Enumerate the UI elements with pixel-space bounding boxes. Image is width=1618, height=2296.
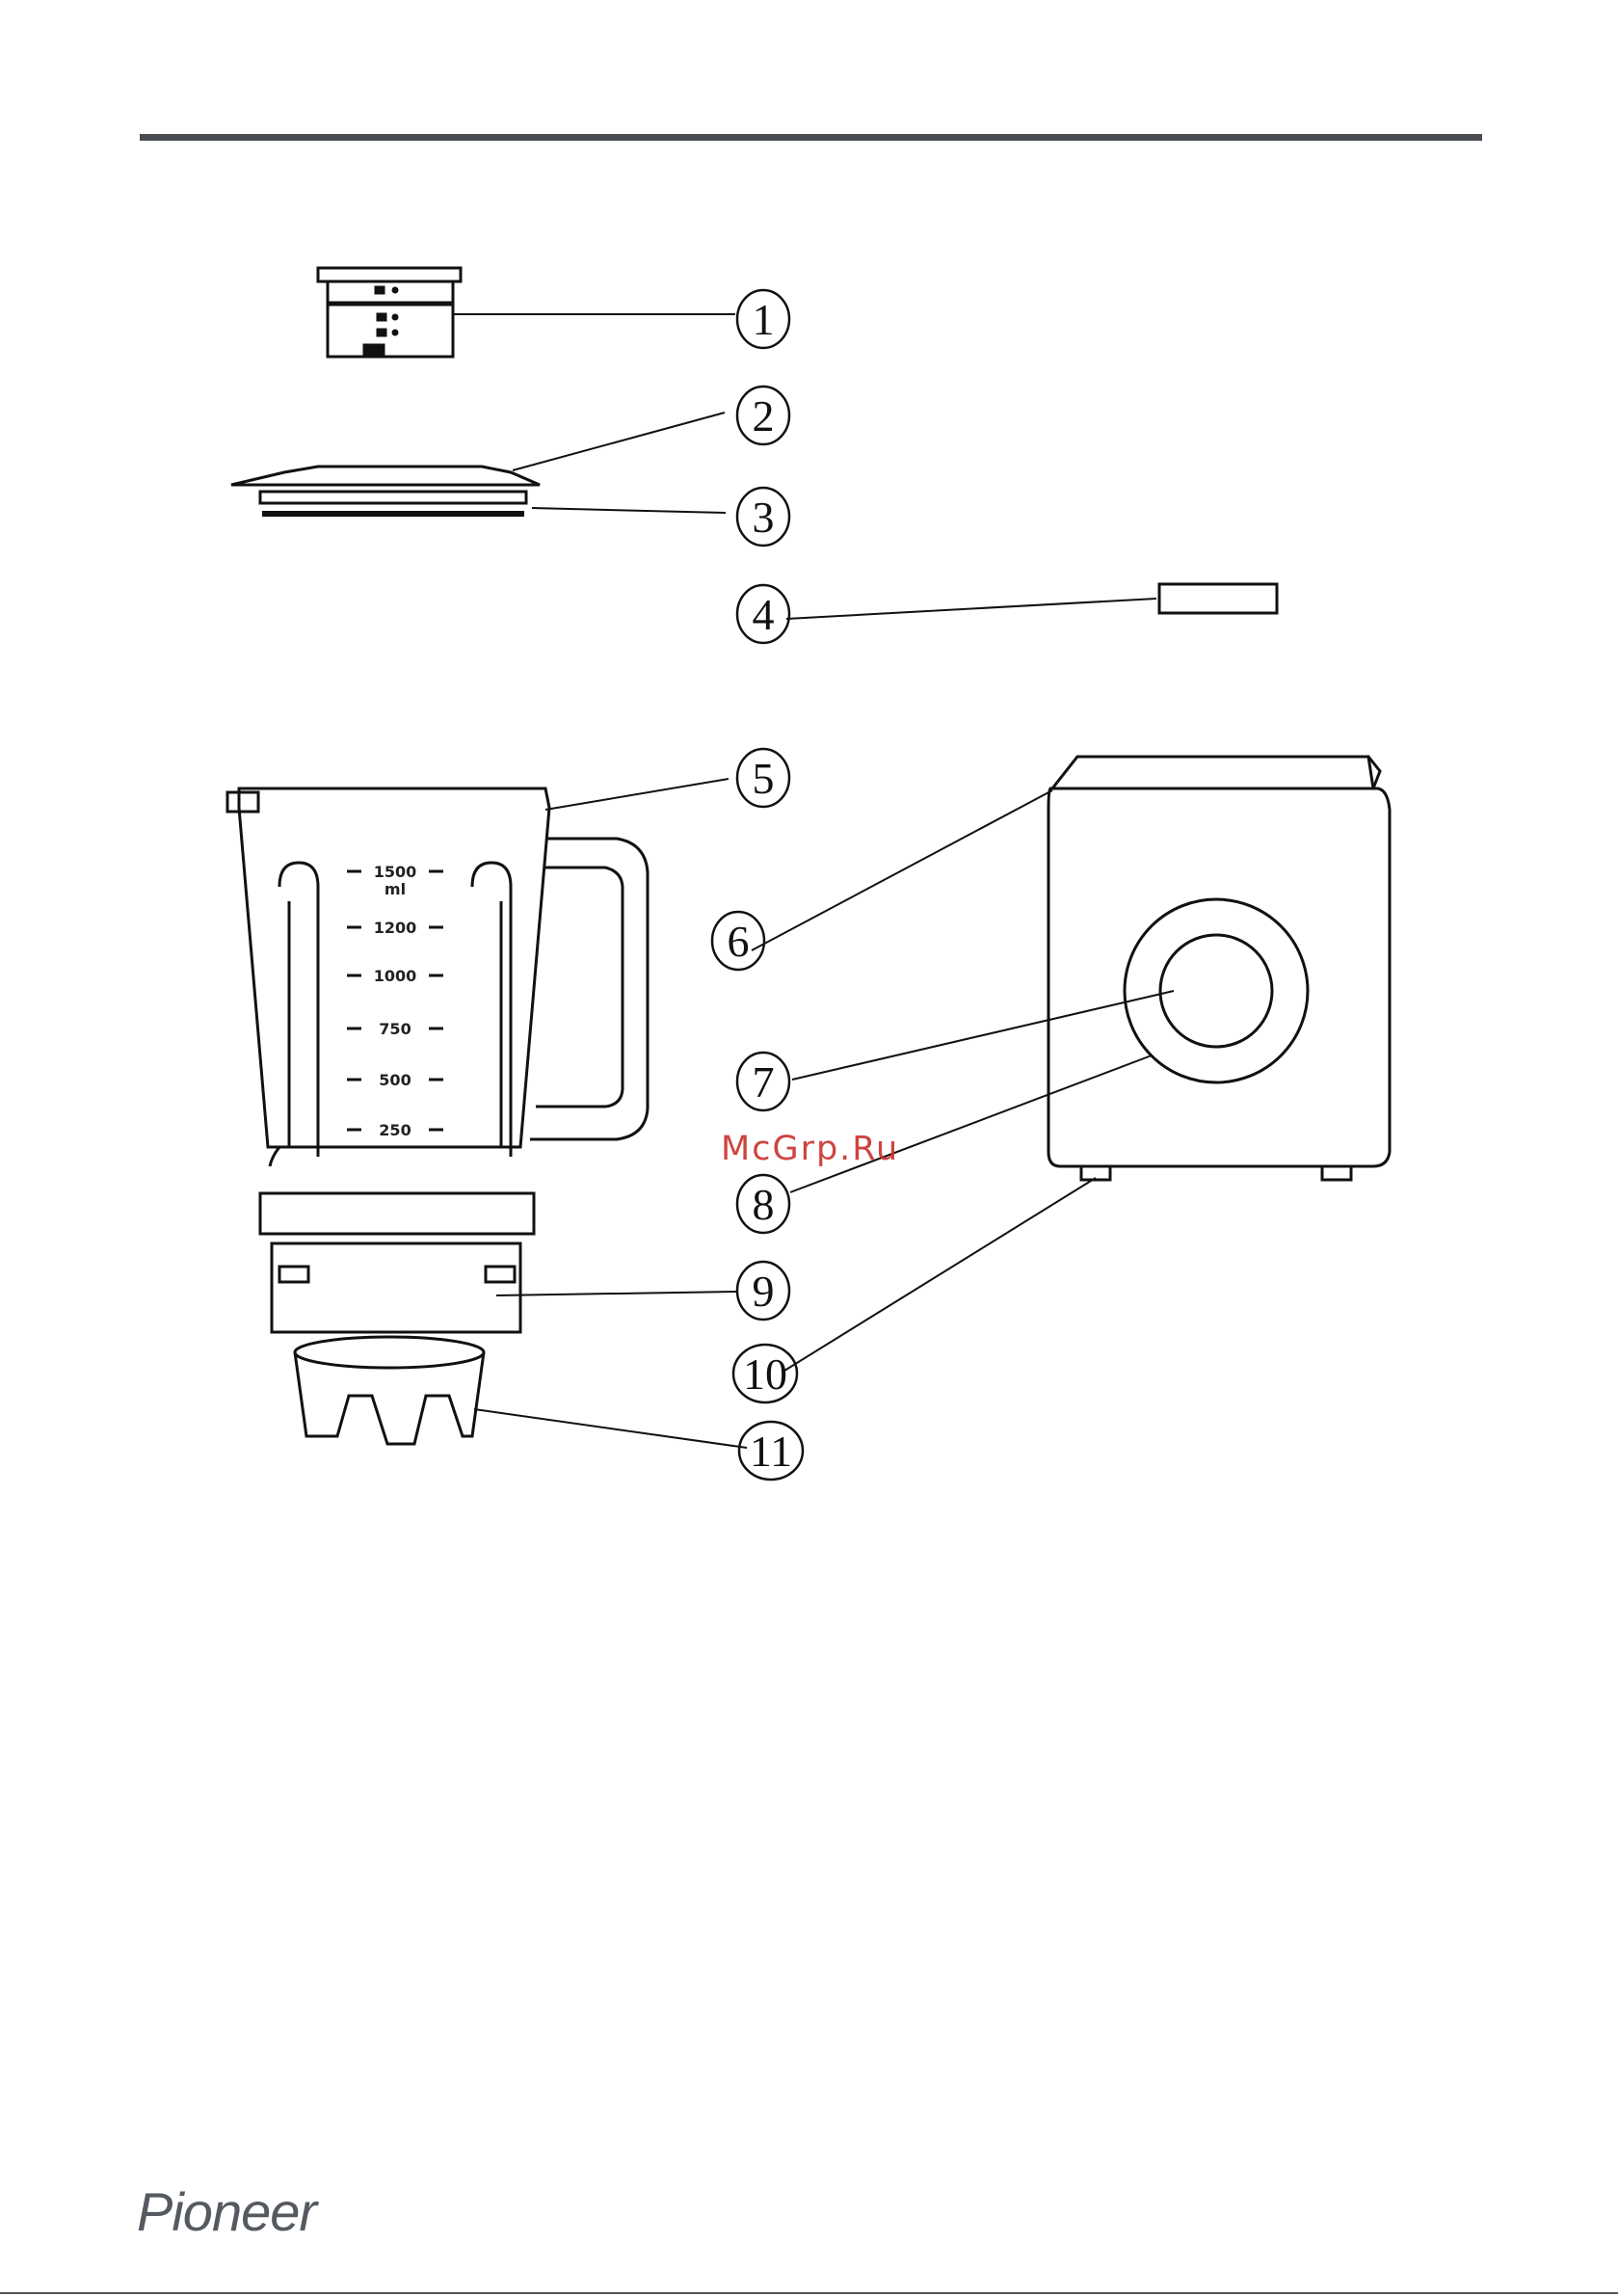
scale-250: 250 — [379, 1121, 411, 1139]
watermark-text: McGrp.Ru — [721, 1130, 899, 1168]
lid-drawing — [231, 467, 540, 514]
scale-500: 500 — [379, 1071, 411, 1089]
callout-8: 8 — [753, 1180, 775, 1229]
callout-7: 7 — [753, 1057, 775, 1107]
scale-750: 750 — [379, 1020, 411, 1038]
motor-base-drawing — [1048, 757, 1390, 1180]
callout-3: 3 — [753, 493, 775, 542]
jug-drawing — [227, 788, 648, 1332]
scale-1500: 1500 — [374, 863, 417, 881]
measuring-cup-drawing — [318, 268, 461, 357]
scale-1000: 1000 — [374, 967, 417, 985]
cap-drawing — [1159, 584, 1277, 613]
callout-2: 2 — [753, 391, 775, 441]
footer-rule — [0, 2292, 1618, 2294]
callout-1: 1 — [753, 295, 775, 344]
callout-6: 6 — [728, 917, 750, 966]
blade-coupler-drawing — [295, 1337, 484, 1444]
callout-9: 9 — [753, 1267, 775, 1316]
scale-1200: 1200 — [374, 919, 417, 937]
callout-4: 4 — [753, 590, 775, 639]
brand-logo: Pioneer — [137, 2180, 316, 2243]
leader-lines — [453, 314, 1174, 1448]
callout-5: 5 — [753, 754, 775, 803]
callout-10: 10 — [743, 1349, 787, 1399]
callout-11: 11 — [750, 1427, 792, 1476]
scale-unit: ml — [385, 880, 406, 898]
